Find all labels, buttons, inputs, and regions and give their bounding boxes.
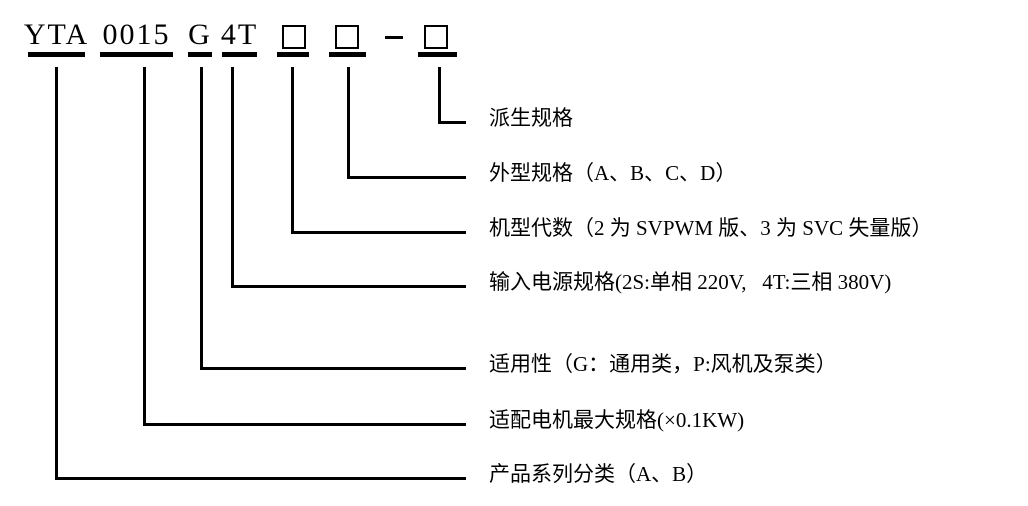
underline-series xyxy=(28,52,85,57)
label-product-series: 产品系列分类（A、B） xyxy=(489,462,708,486)
code-separator-dash xyxy=(385,36,403,39)
label-enclosure-spec: 外型规格（A、B、C、D） xyxy=(489,161,737,185)
code-segment-power-supply: 4T xyxy=(220,18,259,51)
connector-generation xyxy=(291,67,466,234)
code-box-generation xyxy=(282,25,306,49)
underline-box-enclosure xyxy=(329,52,366,57)
code-segment-series: YTA xyxy=(23,18,90,51)
code-box-derived xyxy=(424,25,448,49)
label-motor-spec: 适配电机最大规格(×0.1KW) xyxy=(489,408,745,432)
code-segment-applicability: G xyxy=(188,18,212,51)
code-box-enclosure xyxy=(335,25,359,49)
underline-applicability xyxy=(188,52,212,57)
connector-enclosure-spec xyxy=(347,67,466,179)
code-segment-motor-spec: 0015 xyxy=(102,18,171,51)
connector-applicability xyxy=(200,67,466,370)
connector-product-series xyxy=(55,67,466,480)
underline-motor-spec xyxy=(100,52,173,57)
label-power-supply: 输入电源规格(2S:单相 220V, 4T:三相 380V) xyxy=(489,270,892,294)
label-applicability: 适用性（G：通用类，P:风机及泵类） xyxy=(489,352,837,376)
connector-power-supply xyxy=(231,67,466,288)
underline-box-generation xyxy=(277,52,309,57)
label-generation: 机型代数（2 为 SVPWM 版、3 为 SVC 失量版） xyxy=(489,216,933,240)
underline-box-derived xyxy=(418,52,457,57)
underline-power-supply xyxy=(222,52,257,57)
connector-motor-spec xyxy=(143,67,466,426)
connector-derived-spec xyxy=(438,67,466,124)
label-derived-spec: 派生规格 xyxy=(489,106,573,130)
